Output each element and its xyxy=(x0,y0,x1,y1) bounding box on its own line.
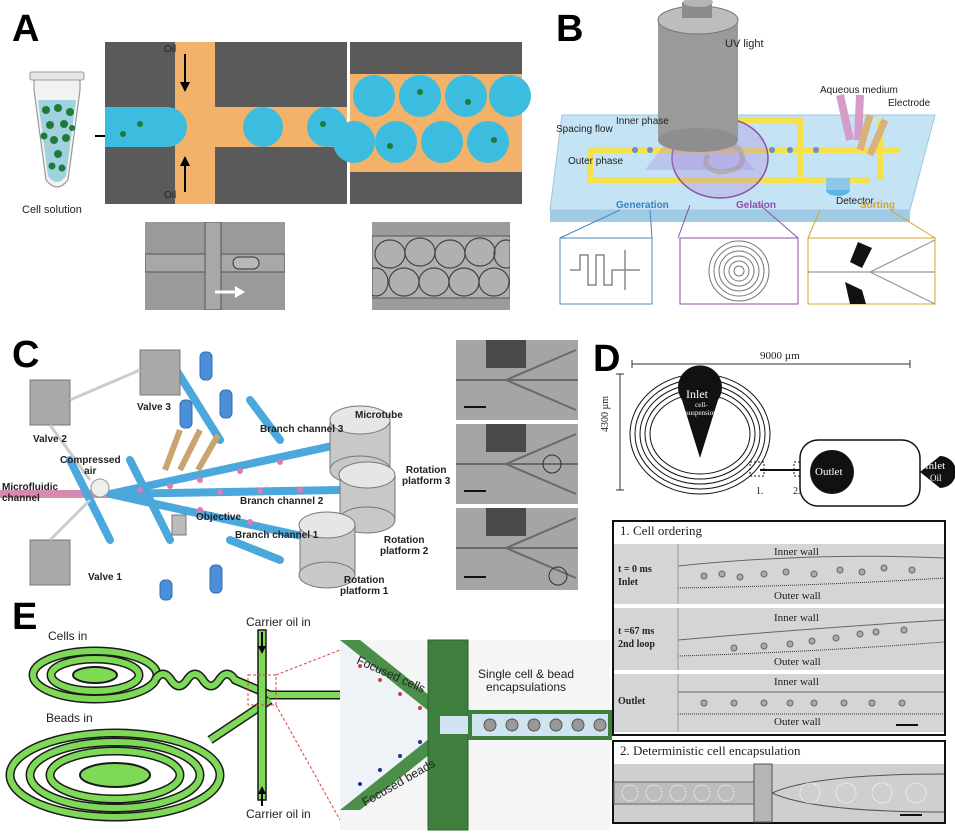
valve-2-label: Valve 2 xyxy=(33,434,67,445)
branch-micrograph-1 xyxy=(456,340,578,420)
branch-channel-2-label: Branch channel 2 xyxy=(240,496,324,507)
carrier-oil-bottom-label: Carrier oil in xyxy=(246,807,311,821)
gelation-label: Gelation xyxy=(736,200,777,211)
panel-a-label: A xyxy=(12,8,40,50)
carrier-oil-top-label: Carrier oil in xyxy=(246,615,311,629)
generation-micrograph xyxy=(145,222,285,310)
packed-droplets-diagram xyxy=(333,42,531,204)
branch-channel-3-label: Branch channel 3 xyxy=(260,424,344,435)
multichannel-sorter-diagram xyxy=(0,349,396,601)
spiral-encapsulation-diagram xyxy=(5,629,612,831)
encapsulation-micrograph xyxy=(613,763,945,823)
inner-wall-label: Inner wall xyxy=(774,676,819,688)
spiral-device-diagram xyxy=(616,360,955,507)
hydrogel-chip-diagram xyxy=(549,0,936,305)
panel-d-label: D xyxy=(593,338,621,380)
rotation-platform-2-label: Rotation platform 2 xyxy=(380,535,429,557)
inlet-oil-label: Inlet xyxy=(925,460,946,472)
aqueous-medium-label: Aqueous medium xyxy=(820,85,898,96)
marker-2-label: 2. xyxy=(793,486,801,497)
inlet-cells-label: Inlet xyxy=(686,387,708,401)
cell-solution-label: Cell solution xyxy=(22,204,82,216)
compressed-air-label: Compressed air xyxy=(60,455,121,477)
beads-in-label: Beads in xyxy=(46,711,93,725)
inlet-oil-sub-label: Oil xyxy=(930,473,942,483)
cell-solution-tube-icon xyxy=(29,71,85,188)
oil-top-label: Oil xyxy=(164,44,177,55)
branch-micrograph-3 xyxy=(456,508,578,590)
sorting-label: Sorting xyxy=(860,200,895,211)
branch-channel-1-label: Branch channel 1 xyxy=(235,530,319,541)
ordering-row: Inner wall Outer wall t =67 ms 2nd loop xyxy=(614,608,945,670)
cell-encapsulation-title: 2. Deterministic cell encapsulation xyxy=(620,743,801,758)
ordering-row: Inner wall Outer wall t = 0 ms Inlet xyxy=(614,544,945,604)
outer-wall-label: Outer wall xyxy=(774,590,821,602)
inner-wall-label: Inner wall xyxy=(774,612,819,624)
generation-label: Generation xyxy=(616,200,669,211)
panel-c-label: C xyxy=(12,334,40,376)
time-label: t =67 ms xyxy=(618,626,655,637)
cells-in-label: Cells in xyxy=(48,629,88,643)
rotation-platform-1-label: Rotation platform 1 xyxy=(340,575,389,597)
uv-light-label: UV light xyxy=(725,38,764,50)
height-dimension-label: 4300 µm xyxy=(600,395,611,432)
marker-1-label: 1. xyxy=(756,486,764,497)
objective-label: Objective xyxy=(196,512,242,523)
outer-phase-label: Outer phase xyxy=(568,156,624,167)
inner-phase-label: Inner phase xyxy=(616,116,669,127)
cell-ordering-box: 1. Cell ordering Inner wall Outer wall t… xyxy=(612,520,946,736)
time-label: t = 0 ms xyxy=(618,564,652,575)
outlet-label: Outlet xyxy=(815,466,843,478)
spacing-flow-label: Spacing flow xyxy=(556,124,613,135)
position-label: Outlet xyxy=(618,696,646,707)
cell-ordering-title: 1. Cell ordering xyxy=(620,523,702,538)
inner-wall-label: Inner wall xyxy=(774,546,819,558)
panel-e-label: E xyxy=(12,596,38,638)
electrode-label: Electrode xyxy=(888,98,931,109)
ordering-row: Inner wall Outer wall Outlet xyxy=(614,674,944,732)
valve-3-label: Valve 3 xyxy=(137,402,171,413)
microtube-label: Microtube xyxy=(355,410,403,421)
outer-wall-label: Outer wall xyxy=(774,716,821,728)
encapsulation-label: Single cell & bead encapsulations xyxy=(478,667,575,695)
cell-encapsulation-box: 2. Deterministic cell encapsulation xyxy=(612,740,946,824)
outer-wall-label: Outer wall xyxy=(774,656,821,668)
packed-droplets-micrograph xyxy=(372,222,510,310)
panel-b-label: B xyxy=(556,8,584,50)
position-label: Inlet xyxy=(618,577,638,588)
inlet-cells-sub-label: cell- suspension xyxy=(686,401,717,417)
oil-bottom-label: Oil xyxy=(164,190,177,201)
microfluidic-channel-label: Microfluidic channel xyxy=(2,482,59,504)
droplet-generation-diagram xyxy=(105,42,347,204)
branch-micrograph-2 xyxy=(456,424,578,504)
valve-1-label: Valve 1 xyxy=(88,572,122,583)
detector-label: Detector xyxy=(836,196,874,207)
rotation-platform-3-label: Rotation platform 3 xyxy=(402,465,451,487)
width-dimension-label: 9000 µm xyxy=(760,350,800,362)
position-label: 2nd loop xyxy=(618,639,655,650)
